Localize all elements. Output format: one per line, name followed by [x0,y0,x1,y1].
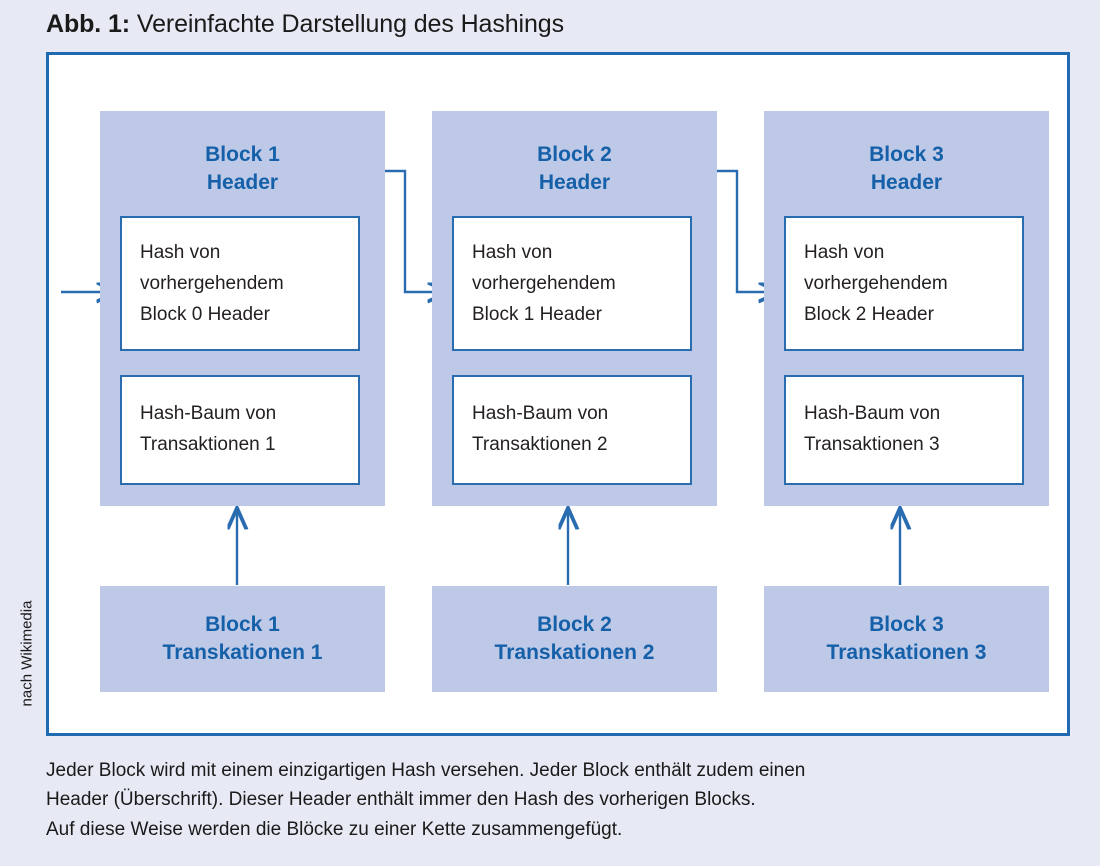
block-1-tree-text: Hash-Baum von Transaktionen 1 [140,403,277,455]
figure-caption: Jeder Block wird mit einem einzigartigen… [46,756,1066,844]
block-1-transactions-box[interactable]: Block 1 Transkationen 1 [100,586,385,692]
block-1-header-column[interactable]: Block 1 Header Hash von vorhergehendem B… [100,111,385,506]
block-1-hash-box[interactable]: Hash von vorhergehendem Block 0 Header [120,216,360,351]
block-1-transactions-text: Block 1 Transkationen 1 [162,613,323,664]
block-2-header-column[interactable]: Block 2 Header Hash von vorhergehendem B… [432,111,717,506]
block-3-transactions-text: Block 3 Transkationen 3 [826,613,987,664]
block-2-tree-text: Hash-Baum von Transaktionen 2 [472,403,609,455]
figure-label: Abb. 1: [46,10,131,38]
block-2-transactions-box[interactable]: Block 2 Transkationen 2 [432,586,717,692]
figure-title-text: Vereinfachte Darstellung des Hashings [136,10,565,38]
block-3-header-title: Block 3 Header [869,143,944,194]
block-3-tree-box[interactable]: Hash-Baum von Transaktionen 3 [784,375,1024,485]
block-2-tree-box[interactable]: Hash-Baum von Transaktionen 2 [452,375,692,485]
block-3-transactions-box[interactable]: Block 3 Transkationen 3 [764,586,1049,692]
block-3-hash-box[interactable]: Hash von vorhergehendem Block 2 Header [784,216,1024,351]
block-2-header-title: Block 2 Header [537,143,612,194]
block-2-transactions-text: Block 2 Transkationen 2 [494,613,655,664]
diagram-frame: Block 1 Header Hash von vorhergehendem B… [46,52,1070,736]
block-1-tree-box[interactable]: Hash-Baum von Transaktionen 1 [120,375,360,485]
diagram-canvas: Block 1 Header Hash von vorhergehendem B… [49,55,1067,733]
block-2-hash-box[interactable]: Hash von vorhergehendem Block 1 Header [452,216,692,351]
figure-title: Abb. 1: Vereinfachte Darstellung des Has… [46,10,564,39]
block-3-tree-text: Hash-Baum von Transaktionen 3 [804,403,941,455]
block-3-header-column[interactable]: Block 3 Header Hash von vorhergehendem B… [764,111,1049,506]
caption-line-1: Jeder Block wird mit einem einzigartigen… [46,760,806,781]
source-credit: nach Wikimedia [18,600,36,707]
block-2-hash-text: Hash von vorhergehendem Block 1 Header [472,242,616,325]
caption-line-2: Header (Überschrift). Dieser Header enth… [46,789,756,811]
block-3-hash-text: Hash von vorhergehendem Block 2 Header [804,242,948,325]
block-1-header-title: Block 1 Header [205,143,280,194]
caption-line-3: Auf diese Weise werden die Blöcke zu ein… [46,818,623,840]
block-1-hash-text: Hash von vorhergehendem Block 0 Header [140,242,284,325]
